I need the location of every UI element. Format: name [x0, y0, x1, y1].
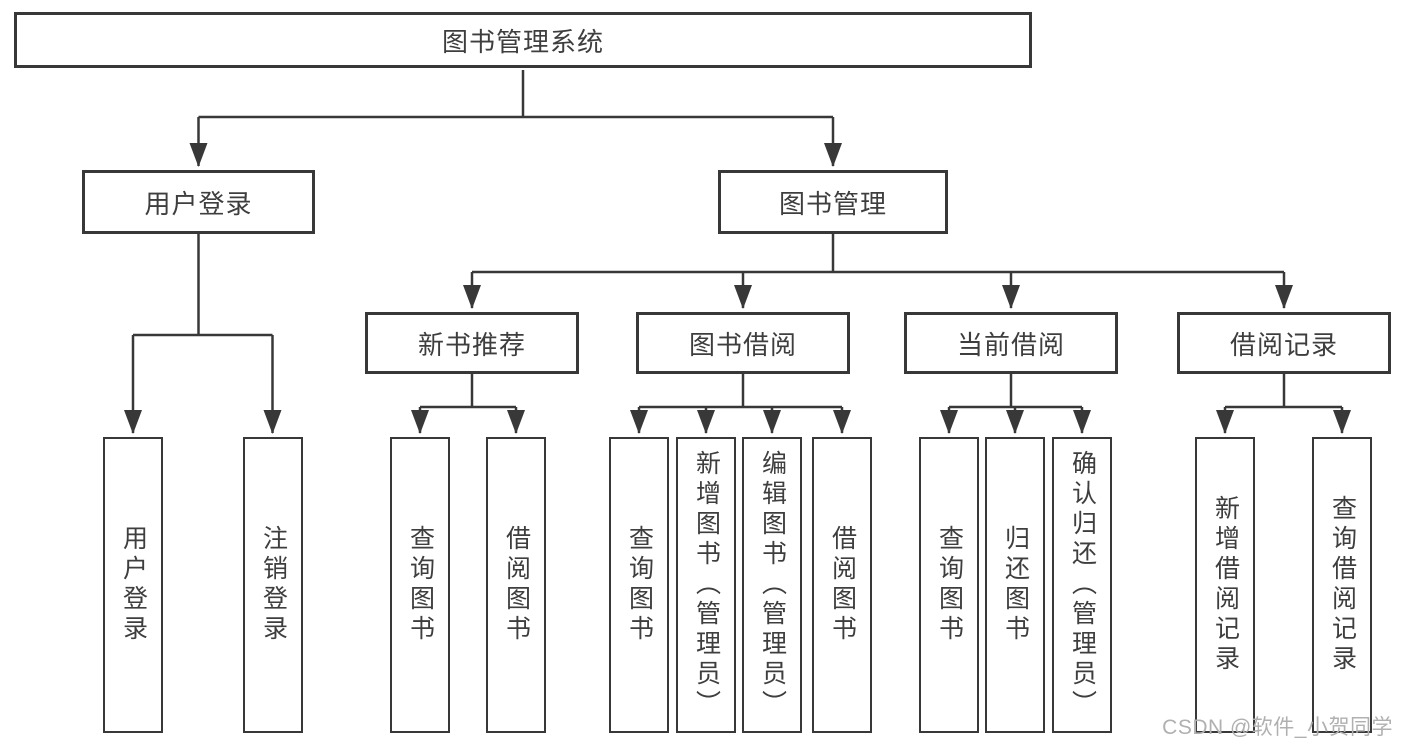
node-label: 新增图书（管理员）	[692, 450, 721, 720]
node-leaf-borrow-books-1: 借阅图书	[486, 437, 546, 733]
node-leaf-confirm-return-admin: 确认归还（管理员）	[1052, 437, 1112, 733]
node-label: 编辑图书（管理员）	[758, 450, 787, 720]
node-label: 新增借阅记录	[1211, 495, 1240, 675]
node-current-borrowing: 当前借阅	[904, 312, 1118, 374]
node-leaf-add-borrow-record: 新增借阅记录	[1195, 437, 1255, 733]
node-new-book-recommend: 新书推荐	[365, 312, 579, 374]
node-label: 用户登录	[144, 188, 253, 219]
node-leaf-query-books-2: 查询图书	[609, 437, 669, 733]
node-leaf-query-books-3: 查询图书	[919, 437, 979, 733]
node-label: 查询图书	[935, 525, 964, 645]
node-label: 查询借阅记录	[1328, 495, 1357, 675]
node-user-login: 用户登录	[82, 170, 315, 234]
node-label: 确认归还（管理员）	[1068, 450, 1097, 720]
node-label: 借阅图书	[828, 525, 857, 645]
node-label: 新书推荐	[417, 329, 526, 360]
node-leaf-query-books-1: 查询图书	[390, 437, 450, 733]
node-label: 借阅图书	[502, 525, 531, 645]
node-library-management-system: 图书管理系统	[14, 12, 1032, 68]
node-label: 用户登录	[119, 525, 148, 645]
node-label: 图书管理系统	[441, 26, 604, 57]
node-borrowing-records: 借阅记录	[1177, 312, 1391, 374]
node-label: 查询图书	[625, 525, 654, 645]
node-leaf-return-books: 归还图书	[985, 437, 1045, 733]
node-label: 借阅记录	[1229, 329, 1338, 360]
node-book-management: 图书管理	[718, 170, 948, 234]
node-leaf-user-login: 用户登录	[103, 437, 163, 733]
node-leaf-query-borrow-record: 查询借阅记录	[1312, 437, 1372, 733]
node-label: 查询图书	[406, 525, 435, 645]
node-label: 图书管理	[778, 188, 887, 219]
csdn-watermark: CSDN @软件_小贺同学	[1162, 716, 1393, 739]
node-leaf-borrow-books-2: 借阅图书	[812, 437, 872, 733]
node-leaf-edit-books-admin: 编辑图书（管理员）	[742, 437, 802, 733]
node-label: 注销登录	[259, 525, 288, 645]
node-book-borrowing: 图书借阅	[636, 312, 850, 374]
node-label: 图书借阅	[688, 329, 797, 360]
node-leaf-add-books-admin: 新增图书（管理员）	[676, 437, 736, 733]
node-label: 当前借阅	[956, 329, 1065, 360]
node-leaf-logout: 注销登录	[243, 437, 303, 733]
node-label: 归还图书	[1001, 525, 1030, 645]
